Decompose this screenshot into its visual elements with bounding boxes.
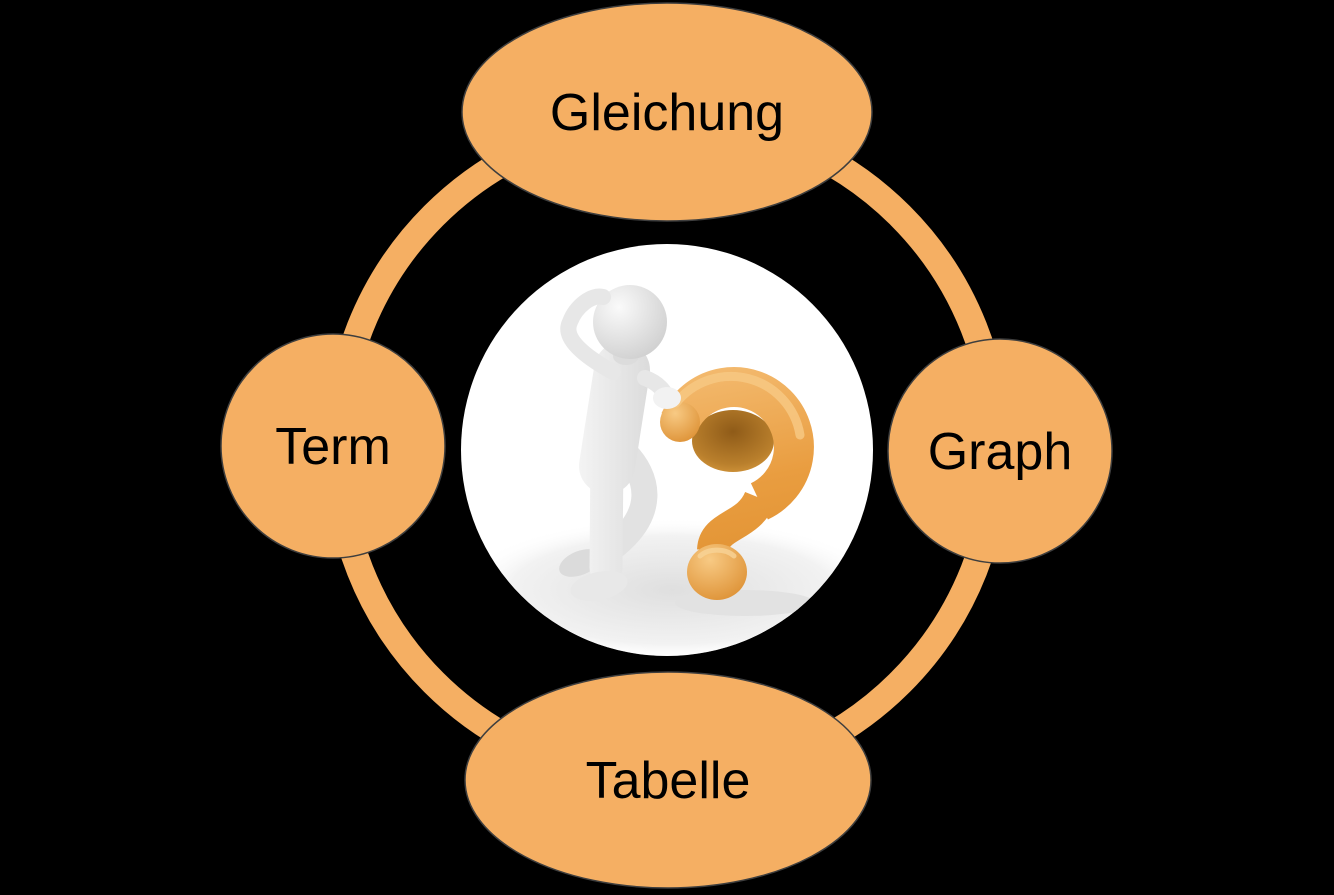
thinking-figure-icon — [559, 285, 667, 601]
node-graph: Graph — [887, 338, 1113, 564]
dot-shadow — [675, 590, 815, 616]
node-term-label: Term — [275, 418, 391, 476]
node-graph-shape — [887, 338, 1113, 564]
node-term-shape — [220, 333, 446, 559]
node-gleichung: Gleichung — [461, 2, 873, 222]
figure-arm-raised — [560, 288, 621, 380]
node-tabelle-label: Tabelle — [586, 752, 751, 810]
center-image — [461, 244, 873, 656]
node-gleichung-label: Gleichung — [550, 84, 784, 142]
node-gleichung-shape — [461, 2, 873, 222]
node-tabelle-shape — [464, 671, 872, 889]
node-tabelle: Tabelle — [464, 671, 872, 889]
figure-head — [593, 285, 667, 359]
node-graph-label: Graph — [928, 423, 1073, 481]
figure-arm-resting — [637, 370, 681, 409]
question-mark-icon — [660, 367, 814, 600]
node-term: Term — [220, 333, 446, 559]
floor-shadow — [461, 518, 873, 656]
